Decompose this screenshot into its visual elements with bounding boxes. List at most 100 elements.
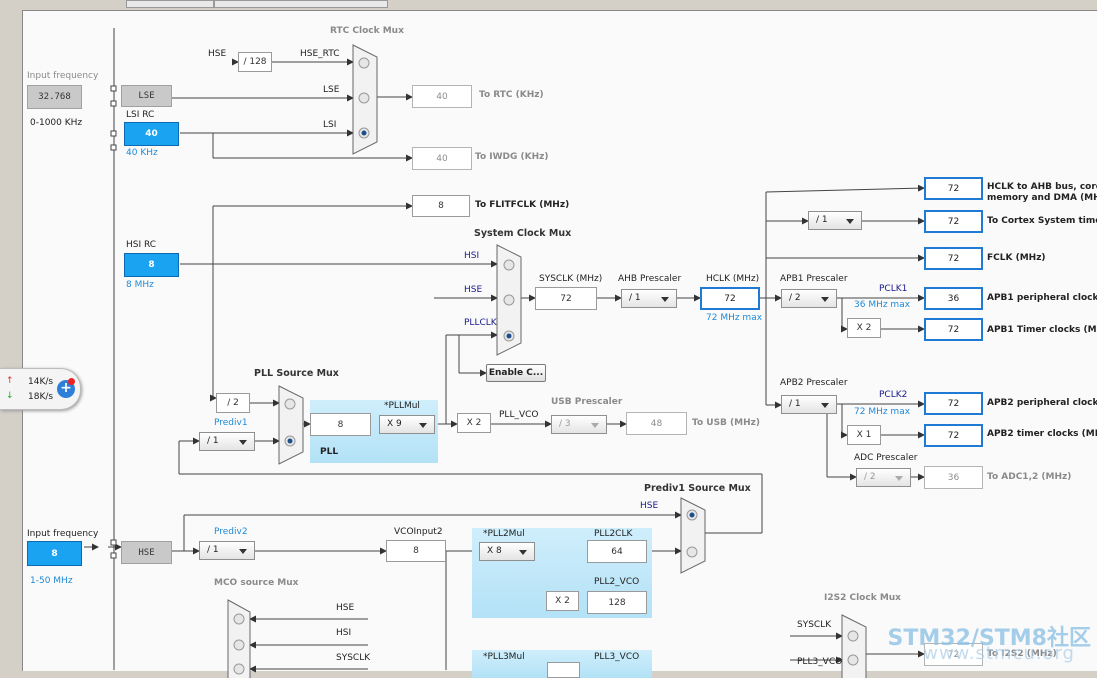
- fclk-output-value: 72: [924, 247, 983, 270]
- watermark-logo: STM32/STM8社区: [887, 626, 1091, 651]
- vco-input2-label: VCOInput2: [394, 527, 443, 537]
- network-speed-widget[interactable]: ↑ 14K/s ↓ 18K/s +: [0, 368, 81, 410]
- cortex-divider-dropdown[interactable]: / 1: [808, 211, 862, 230]
- chevron-down-icon: [846, 219, 854, 224]
- usb-prescaler-dropdown[interactable]: / 3: [551, 415, 607, 434]
- download-speed: 18K/s: [28, 392, 54, 402]
- prediv2-dropdown[interactable]: / 1: [199, 541, 255, 560]
- chevron-down-icon: [661, 297, 669, 302]
- pll2-mul-dropdown[interactable]: X 8: [479, 542, 535, 561]
- hclk-input[interactable]: 72: [700, 287, 760, 310]
- pll3-vco-label: PLL3_VCO: [594, 652, 640, 662]
- chevron-down-icon: [239, 440, 247, 445]
- apb2-peripheral-output-value: 72: [924, 392, 983, 415]
- pll-input-value: 8: [310, 413, 371, 436]
- iwdg-output-label: To IWDG (KHz): [475, 152, 549, 162]
- i2s-sysclk-label: SYSCLK: [797, 620, 832, 630]
- sys-mux-hse-label: HSE: [464, 285, 483, 295]
- enable-css-button[interactable]: Enable C...: [486, 364, 546, 382]
- usb-prescaler-label: USB Prescaler: [551, 397, 623, 407]
- pll-source-mux-title: PLL Source Mux: [254, 368, 339, 379]
- ahb-prescaler-label: AHB Prescaler: [618, 274, 682, 284]
- hse-block[interactable]: HSE: [121, 541, 172, 564]
- pll-mul-dropdown[interactable]: X 9: [379, 415, 435, 434]
- hclk-ahb-output-label-1: HCLK to AHB bus, core,: [987, 182, 1097, 192]
- adc-prescaler-dropdown[interactable]: / 2: [856, 468, 911, 487]
- apb1-prescaler-value: / 2: [789, 293, 801, 303]
- hse-input-frequency-title: Input frequency: [27, 529, 99, 539]
- apb2-timer-multiplier: X 1: [847, 425, 881, 445]
- rtc-output-label: To RTC (KHz): [479, 90, 544, 100]
- hclk-label: HCLK (MHz): [706, 274, 760, 284]
- rtc-hse-divider: / 128: [238, 52, 272, 72]
- pll2-vco-label: PLL2_VCO: [594, 577, 640, 587]
- pclk1-label: PCLK1: [879, 284, 908, 294]
- pll2-mul-value: X 8: [487, 546, 502, 556]
- prediv2-label: Prediv2: [214, 527, 248, 537]
- prediv1-dropdown[interactable]: / 1: [199, 432, 255, 451]
- i2s2-output-label: To I2S2 (MHz): [987, 649, 1057, 659]
- iwdg-output-value: 40: [412, 147, 472, 170]
- lsi-subtitle: 40 KHz: [126, 148, 158, 158]
- pll3-mul-label: *PLL3Mul: [483, 652, 525, 662]
- chevron-down-icon: [419, 423, 427, 428]
- lsi-value[interactable]: 40: [124, 122, 179, 146]
- ahb-prescaler-dropdown[interactable]: / 1: [621, 289, 677, 308]
- rtc-output-value: 40: [412, 85, 472, 108]
- adc-output-label: To ADC1,2 (MHz): [987, 472, 1072, 482]
- chevron-down-icon: [519, 550, 527, 555]
- mco-source-mux-title: MCO source Mux: [214, 578, 299, 588]
- sysclk-label: SYSCLK (MHz): [539, 274, 603, 284]
- i2s2-output-value: 72: [924, 643, 983, 666]
- lse-block[interactable]: LSE: [121, 85, 172, 107]
- vco-input2-value: 8: [386, 540, 446, 562]
- sys-mux-pllclk-label: PLLCLK: [464, 318, 497, 328]
- apb1-prescaler-label: APB1 Prescaler: [780, 274, 848, 284]
- pclk2-label: PCLK2: [879, 390, 908, 400]
- hsi-value[interactable]: 8: [124, 253, 179, 277]
- rtc-lsi-label: LSI: [323, 120, 337, 130]
- pll2-vco-value: 128: [587, 591, 647, 614]
- hse-frequency-range: 1-50 MHz: [30, 576, 73, 586]
- cortex-timer-output-value: 72: [924, 210, 983, 233]
- hsi-subtitle: 8 MHz: [126, 280, 154, 290]
- prediv1-value: / 1: [207, 436, 219, 446]
- adc-output-value: 36: [924, 466, 983, 489]
- prediv1-label: Prediv1: [214, 418, 248, 428]
- watermark-url: www.stmcu.org: [923, 643, 1075, 664]
- usb-prescaler-value: / 3: [559, 419, 571, 429]
- pclk2-max: 72 MHz max: [854, 407, 911, 417]
- apb1-prescaler-dropdown[interactable]: / 2: [781, 289, 837, 308]
- hse-frequency-input[interactable]: 8: [27, 541, 82, 566]
- lsi-title: LSI RC: [126, 110, 155, 120]
- rtc-hse-label: HSE: [208, 49, 227, 59]
- tab-power-calculator[interactable]: [214, 0, 388, 8]
- mco-hsi-label: HSI: [336, 628, 352, 638]
- hclk-ahb-output-value: 72: [924, 177, 983, 200]
- rtc-lse-label: LSE: [323, 85, 340, 95]
- lse-frequency-range: 0-1000 KHz: [30, 118, 83, 128]
- apb1-timer-multiplier: X 2: [847, 318, 881, 338]
- apb1-timer-output-label: APB1 Timer clocks (MHz): [987, 325, 1097, 335]
- chevron-down-icon: [821, 403, 829, 408]
- apb2-prescaler-label: APB2 Prescaler: [780, 378, 848, 388]
- pclk1-max: 36 MHz max: [854, 300, 911, 310]
- apb2-prescaler-value: / 1: [789, 399, 801, 409]
- apb2-timer-output-value: 72: [924, 424, 983, 447]
- tab-configuration[interactable]: [126, 0, 214, 8]
- system-clock-mux-title: System Clock Mux: [474, 228, 572, 239]
- usb-output-value: 48: [626, 412, 687, 435]
- cortex-divider-value: / 1: [816, 215, 828, 225]
- apb2-prescaler-dropdown[interactable]: / 1: [781, 395, 837, 414]
- apb1-timer-output-value: 72: [924, 318, 983, 341]
- pll-mul-label: *PLLMul: [384, 401, 420, 411]
- lse-frequency-input[interactable]: 32.768: [27, 85, 82, 109]
- hclk-max: 72 MHz max: [706, 313, 763, 323]
- apb2-peripheral-output-label: APB2 peripheral clocks (MHz): [987, 398, 1097, 408]
- ahb-prescaler-value: / 1: [629, 293, 641, 303]
- download-arrow-icon: ↓: [6, 391, 14, 401]
- pll-label: PLL: [320, 447, 339, 457]
- adc-prescaler-value: / 2: [864, 472, 876, 482]
- mco-sysclk-label: SYSCLK: [336, 653, 371, 663]
